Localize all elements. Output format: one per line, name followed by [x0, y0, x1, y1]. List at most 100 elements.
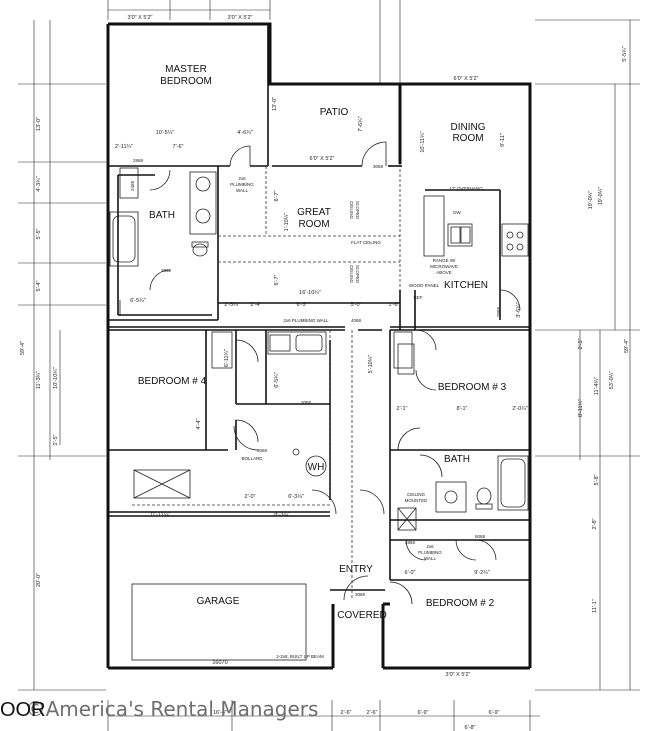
dim-bed3-g: 2'-5" — [578, 338, 584, 349]
dim-wh-b: 2'-0" — [245, 494, 256, 500]
dashed-lines — [132, 164, 401, 600]
note-door-4068: 4068 — [351, 318, 362, 323]
dim-left-a: 13'-0" — [36, 117, 42, 131]
note-ref: REF — [414, 295, 423, 300]
dim-hall-d: 5'-0" — [351, 302, 362, 308]
label-bedroom-4: BEDROOM # 4 — [138, 376, 207, 387]
dim-left-d: 5'-4" — [36, 280, 42, 291]
dim-patio-height-2: 13'-0" — [272, 97, 278, 111]
label-dining-line2: ROOM — [452, 133, 483, 144]
note-door-3068-b: 3068 — [257, 448, 268, 453]
dim-top-window-b: 3'0" X 5'2" — [228, 15, 253, 21]
label-great-line1: GREAT — [297, 207, 331, 218]
dim-master-width-4: 2'-11¼" — [115, 144, 133, 150]
label-covered: COVERED — [337, 610, 386, 621]
dim-garage-c: 20'-0" — [36, 573, 42, 587]
dim-master-width-3: 7'-6" — [173, 144, 184, 150]
dim-bed4-e: 10'-10¼" — [53, 367, 59, 389]
note-plumbing-1c: WALL — [236, 188, 249, 193]
dim-garage-a: 11'-11¼" — [150, 512, 171, 518]
dim-garage-door: 16070 — [212, 660, 227, 666]
label-entry: ENTRY — [339, 564, 373, 575]
dim-entry-b: 9'-2¼" — [474, 570, 490, 576]
plan-notes: 2x6 PLUMBING WALL 2x6 PLUMBING WALL 2x6 … — [130, 158, 501, 659]
dim-bed3-a: 5'-10¼" — [368, 355, 374, 374]
edge-text: OOR — [0, 699, 46, 721]
dim-bottom-a: 16'-4" — [213, 710, 227, 716]
note-sloped-1a: SLOPED — [355, 201, 360, 220]
dim-left-b: 4'-3¼" — [36, 176, 42, 192]
dim-bottom-b: 2'-6" — [341, 710, 352, 716]
label-dining-line1: DINING — [451, 122, 486, 133]
fixtures — [109, 167, 529, 661]
dim-master-width: 10'-5¼" — [156, 130, 175, 136]
note-flat-ceiling: FLAT CEILING — [351, 240, 381, 245]
note-beam: 2-2x8, BUILT UP BEAM — [276, 654, 324, 659]
dimension-labels: 3'0" X 5'2" 3'0" X 5'2" 10'-5¼" 4'-6¼" 7… — [20, 15, 630, 731]
label-bedroom-3: BEDROOM # 3 — [438, 382, 507, 393]
dim-garage-b: 8'-3¼" — [274, 512, 290, 518]
dim-bed3-h: 5'-8" — [594, 474, 600, 485]
dim-dining-height: 10'-11¼" — [420, 131, 426, 152]
dim-hall-e: 1'-6" — [389, 302, 400, 308]
dim-left-total: 59'-4" — [20, 341, 26, 355]
dim-top-window-a: 3'0" X 5'2" — [128, 15, 153, 21]
dim-bottom-c: 2'-6" — [367, 710, 378, 716]
dim-great-height-2: 6'-7" — [274, 190, 280, 201]
dim-great-width: 16'-10¼" — [299, 290, 321, 296]
dim-entry-c: 2'-8" — [592, 518, 598, 529]
dim-bottom-f: 6'-8" — [465, 725, 476, 731]
label-garage: GARAGE — [197, 596, 240, 607]
note-dishwasher: DW — [453, 210, 461, 215]
dim-bed3-f: 11'-4¼" — [594, 377, 600, 395]
dim-bottom-e: 6'-9" — [489, 710, 500, 716]
note-door-2868-b: 2868 — [405, 540, 416, 545]
dimension-lines — [18, 0, 640, 731]
dim-entry-a: 6'-0" — [405, 570, 416, 576]
dim-patio-window: 6'0" X 5'2" — [310, 156, 335, 162]
label-bath-2: BATH — [444, 454, 470, 465]
note-range-2: MICROWAVE — [430, 264, 458, 269]
dim-bed3-e: 8'-11¼" — [578, 399, 584, 417]
dim-dining-window: 6'0" X 5'2" — [454, 76, 479, 82]
dim-bedroom2: 11'-1" — [592, 599, 598, 613]
note-sloped-1b: CEILING — [349, 201, 354, 220]
label-master-line2: BEDROOM — [160, 76, 212, 87]
dim-right-a: 5'-5¼" — [622, 46, 628, 62]
dim-bed3-c: 8'-1" — [457, 406, 468, 412]
dim-right-total-2: 53'-0¼" — [609, 371, 615, 390]
dim-bed4-b: 6'-5¼" — [274, 372, 280, 388]
dim-bed3-d: 2'-0¼" — [512, 406, 528, 412]
dim-right-total: 59'-4" — [624, 339, 630, 353]
dim-hall-b: 2'-4" — [251, 302, 262, 308]
label-bedroom-2: BEDROOM # 2 — [426, 598, 495, 609]
note-plumbing-2: 2x6 PLUMBING WALL — [283, 318, 329, 323]
dim-great-height-3: 6'-7" — [274, 274, 280, 285]
note-ceiling-mounted-1: CEILING — [407, 492, 426, 497]
label-kitchen: KITCHEN — [444, 280, 488, 291]
dim-dining-width: 9'-11" — [500, 133, 506, 147]
dim-right-b: 19'-0¼" — [588, 191, 594, 210]
dim-left-c: 5'-5" — [36, 228, 42, 239]
note-bollard: BOLLARD — [241, 456, 263, 461]
note-door-3068-c: 3068 — [301, 400, 312, 405]
dim-master-width-2: 4'-6¼" — [237, 130, 253, 136]
note-range-1: RANGE W/ — [433, 258, 457, 263]
note-plumbing-1a: 2x6 — [238, 176, 246, 181]
dim-bed4-a: 6'-11¼" — [224, 349, 230, 367]
note-plumbing-1b: PLUMBING — [230, 182, 254, 187]
dim-bath-width: 6'-5¼" — [130, 298, 146, 304]
dim-right-upper: 19'-0¼" — [598, 187, 604, 206]
note-plumbing-3c: WALL — [424, 556, 437, 561]
dim-bed4-d: 11'-3¼" — [36, 371, 42, 389]
note-door-2668: 2668 — [496, 306, 501, 317]
note-door-2868: 2868 — [133, 158, 144, 163]
dim-patio-height: 7'-6¼" — [358, 116, 364, 132]
note-sloped-2a: SLOPED — [355, 265, 360, 284]
dim-bed4-c: 4'-4" — [196, 418, 202, 429]
note-door-3068-a: 3068 — [373, 164, 384, 169]
label-master-line1: MASTER — [165, 64, 207, 75]
note-plumbing-3a: 2x6 — [426, 544, 434, 549]
dim-bed3-b: 2'-1" — [397, 406, 408, 412]
